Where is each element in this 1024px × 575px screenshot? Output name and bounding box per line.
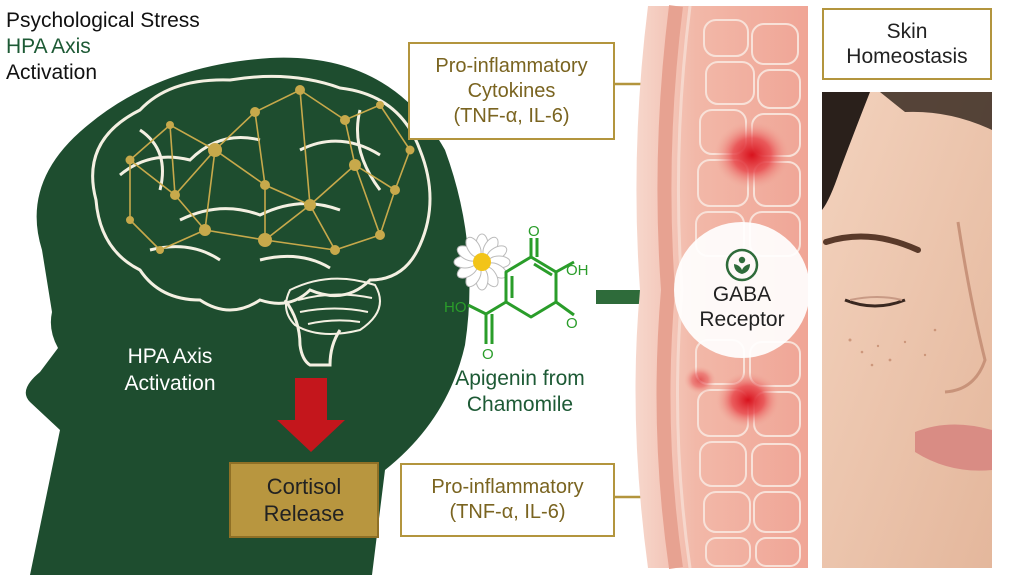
apigenin-atom-labels: O OH O HO O bbox=[444, 223, 589, 363]
cytokines-top-line-1: Pro-inflammatory bbox=[435, 54, 588, 77]
apigenin-line-2: Chamomile bbox=[466, 393, 574, 416]
cortisol-line-1: Cortisol bbox=[266, 474, 342, 499]
cytokines-top-line-3: (TNF-α, IL-6) bbox=[453, 104, 570, 127]
title-line-2: HPA Axis bbox=[6, 35, 91, 58]
cytokines-bottom-line-1: Pro-inflammatory bbox=[431, 476, 584, 498]
atom-o-bottom: O bbox=[482, 346, 494, 363]
gaba-line-1: GABA bbox=[712, 283, 772, 306]
atom-o-top: O bbox=[528, 223, 540, 240]
brainstem bbox=[283, 299, 342, 367]
cytokines-bottom-line-2: (TNF-α, IL-6) bbox=[449, 501, 566, 523]
apigenin-line-1: Apigenin from bbox=[455, 367, 585, 390]
gaba-receptor-circle: GABA Receptor bbox=[674, 222, 810, 358]
hpa-label-line-2: Activation bbox=[124, 372, 216, 395]
title-block: Psychological Stress HPA Axis Activation bbox=[6, 8, 200, 86]
atom-o-right: O bbox=[566, 315, 578, 332]
gaba-line-2: Receptor bbox=[699, 308, 785, 331]
chamomile-flower bbox=[453, 233, 511, 291]
title-line-3: Activation bbox=[6, 61, 98, 84]
cerebellum bbox=[285, 277, 381, 335]
cytokines-box-bottom: Pro-inflammatory (TNF-α, IL-6) bbox=[400, 463, 615, 537]
cytokines-top-line-2: Cytokines bbox=[467, 79, 556, 102]
apigenin-label: Apigenin from Chamomile bbox=[436, 366, 604, 418]
cortisol-release-box: Cortisol Release bbox=[229, 462, 379, 538]
hpa-activation-label: HPA Axis Activation bbox=[100, 343, 240, 397]
apigenin-molecule bbox=[467, 238, 575, 344]
face-panel bbox=[822, 92, 992, 568]
cytokines-box-top: Pro-inflammatory Cytokines (TNF-α, IL-6) bbox=[408, 42, 615, 140]
hpa-label-line-1: HPA Axis bbox=[127, 345, 213, 368]
cortisol-line-2: Release bbox=[263, 501, 345, 526]
red-down-arrow bbox=[277, 378, 345, 452]
neural-nodes bbox=[125, 85, 415, 255]
skin-line-1: Skin bbox=[886, 20, 928, 43]
sprout-icon bbox=[725, 248, 759, 282]
atom-oh-right: OH bbox=[566, 262, 589, 279]
head-silhouette bbox=[25, 57, 470, 575]
skin-homeostasis-box: Skin Homeostasis bbox=[822, 8, 992, 80]
brain-outline bbox=[91, 74, 432, 312]
skin-line-2: Homeostasis bbox=[846, 45, 968, 68]
atom-ho-left: HO bbox=[444, 299, 467, 316]
title-line-1: Psychological Stress bbox=[6, 9, 200, 32]
